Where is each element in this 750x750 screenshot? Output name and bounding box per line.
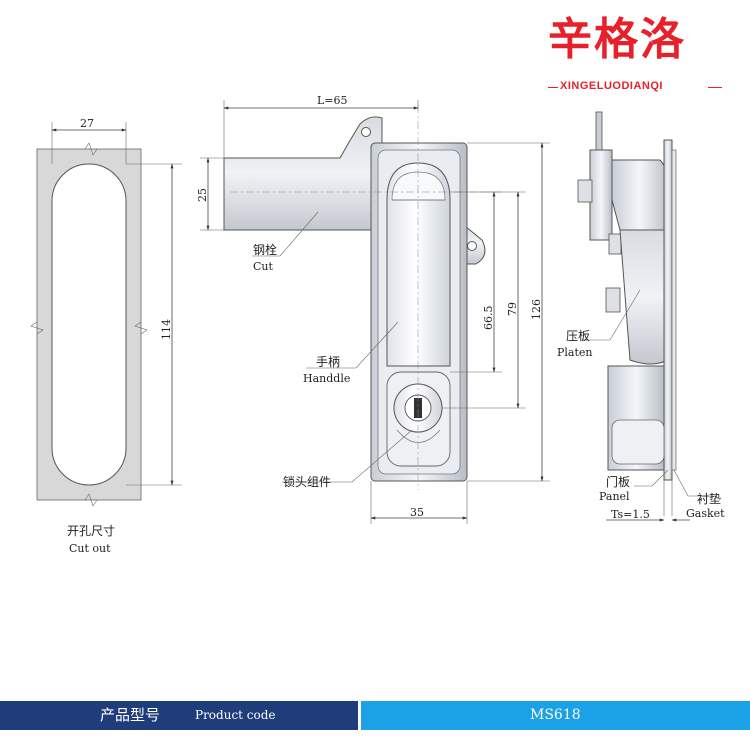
side-bolt (589, 149, 613, 241)
lock-label-cn: 锁头组件 (283, 474, 331, 489)
cutout-height-label: 114 (160, 319, 173, 340)
platen-leader (582, 289, 641, 341)
side-gasket (671, 149, 677, 471)
product-code-label-en: Product code (195, 708, 276, 722)
footer-value-bar (361, 701, 750, 730)
total-height-label: 126 (530, 299, 543, 320)
product-code-label-cn: 产品型号 (100, 706, 161, 724)
logo-english: XINGELUODIANQI (560, 80, 663, 92)
gasket-leader (673, 469, 712, 497)
platen-label-cn: 压板 (566, 329, 590, 343)
front-view (200, 100, 550, 524)
handle-leader (306, 321, 399, 369)
panel-label-cn: 门板 (606, 474, 630, 489)
product-code-value: MS618 (530, 707, 581, 723)
handle (386, 162, 451, 367)
side-platen-top (611, 159, 669, 231)
logo-line-right (708, 87, 722, 88)
ear-hole (467, 241, 477, 251)
side-nut-bottom (605, 287, 621, 313)
gasket-label-en: Gasket (686, 507, 725, 520)
handle-label-cn: 手柄 (316, 355, 340, 369)
handle-label-en: Handdle (303, 372, 350, 385)
thickness-label: Ts=1.5 (611, 508, 650, 521)
logo-line-left (548, 87, 558, 88)
gasket-label-cn: 衬垫 (697, 491, 721, 506)
side-key-barrel (611, 419, 665, 465)
bolt-height-label: 25 (196, 188, 209, 202)
side-nut-mid (608, 233, 622, 255)
cutout-hole (51, 163, 127, 486)
cutout-title-en: Cut out (69, 542, 111, 555)
body-width-label: 35 (410, 506, 424, 519)
side-view (577, 111, 712, 522)
bolt-bar (223, 116, 383, 231)
cutout-width-label: 27 (80, 117, 94, 130)
cutout-view (30, 122, 182, 507)
length-label: L=65 (317, 94, 348, 107)
logo-chinese: 辛格洛 (548, 14, 686, 65)
panel-leader (634, 469, 669, 487)
handle-travel-label: 66.5 (482, 306, 495, 331)
footer-label-bar (0, 701, 358, 730)
side-nut-top (577, 179, 593, 203)
bolt-label-cn: 钢栓 (253, 242, 277, 257)
side-platen (619, 229, 669, 365)
bolt-label-en: Cut (253, 260, 274, 273)
platen-label-en: Platen (557, 346, 593, 359)
cutout-title-cn: 开孔尺寸 (67, 524, 115, 538)
lock-leader (282, 429, 413, 483)
lock-offset-label: 79 (506, 302, 519, 316)
bolt-hole (361, 127, 371, 137)
panel-label-en: Panel (599, 490, 630, 503)
keyhole-slot (414, 398, 422, 418)
side-panel (663, 139, 673, 481)
bolt-leader (252, 211, 319, 257)
